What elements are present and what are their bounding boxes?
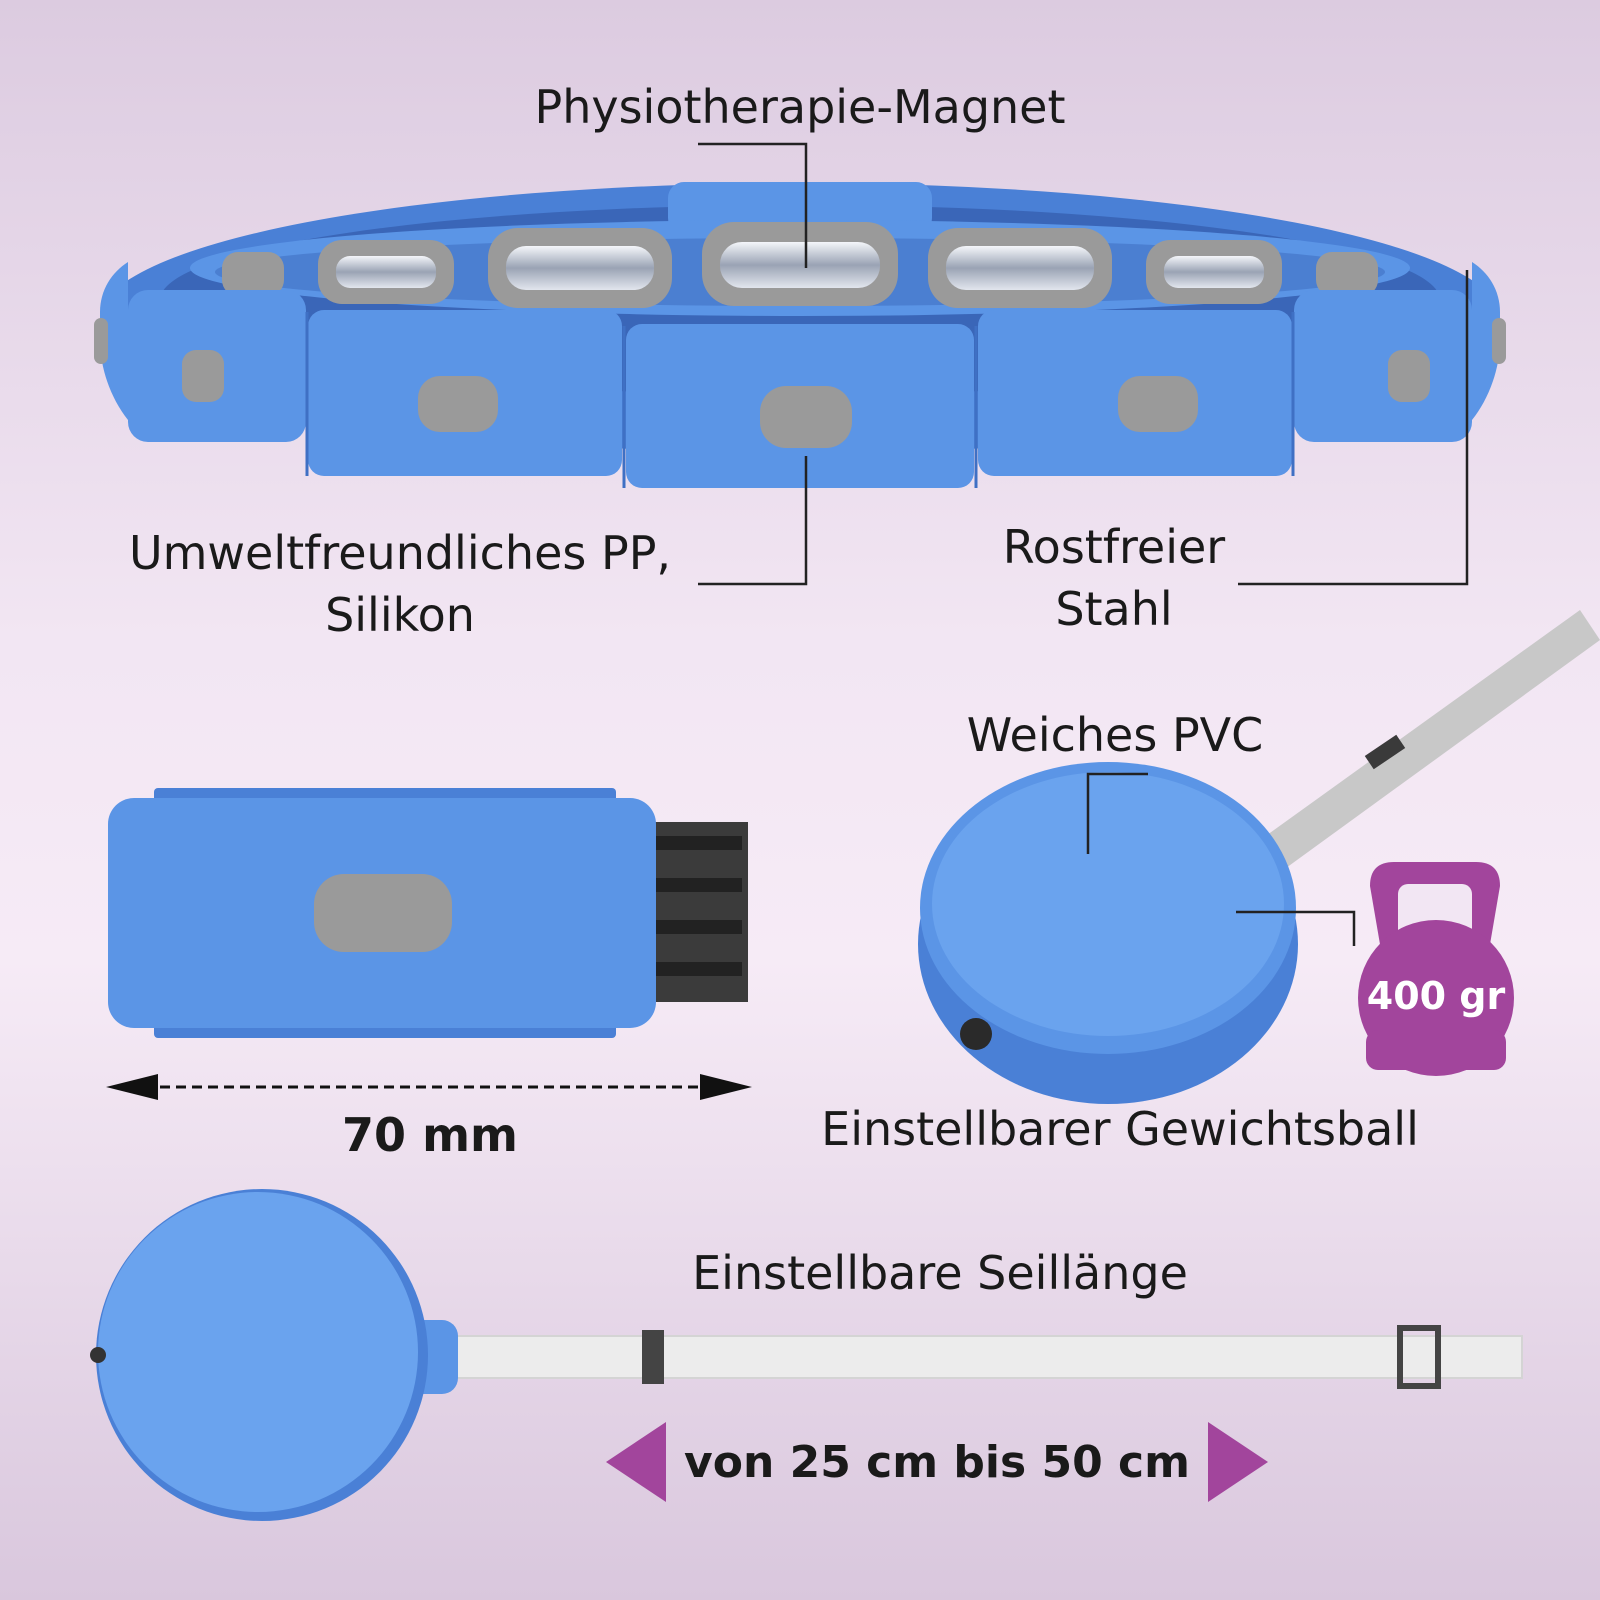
kettlebell-icon	[1358, 862, 1514, 1076]
magnet-row	[222, 222, 1378, 308]
width-dimension-arrow	[106, 1074, 752, 1100]
ball-with-rope	[90, 1189, 1523, 1521]
ball-label: Einstellbarer Gewichtsball	[821, 1102, 1419, 1156]
range-arrows	[606, 1422, 1268, 1502]
rope-label: Einstellbare Seillänge	[692, 1246, 1188, 1300]
material-pp-label-line2: Silikon	[325, 588, 475, 642]
hoop-leader-lines	[698, 142, 1469, 586]
hoop-segments	[94, 262, 1506, 488]
steel-label-line2: Stahl	[1055, 582, 1173, 636]
weight-ball	[918, 610, 1600, 1104]
steel-label-line1: Rostfreier	[1002, 520, 1226, 574]
material-pp-label-line1: Umweltfreundliches PP,	[128, 526, 672, 580]
range-label: von 25 cm bis 50 cm	[684, 1437, 1190, 1488]
segment-closeup	[108, 788, 748, 1038]
magnet-label: Physiotherapie-Magnet	[534, 80, 1066, 134]
ball-leader-lines	[1086, 772, 1356, 946]
pvc-label: Weiches PVC	[966, 708, 1264, 762]
width-label: 70 mm	[342, 1108, 518, 1162]
weight-label: 400 gr	[1366, 974, 1506, 1018]
